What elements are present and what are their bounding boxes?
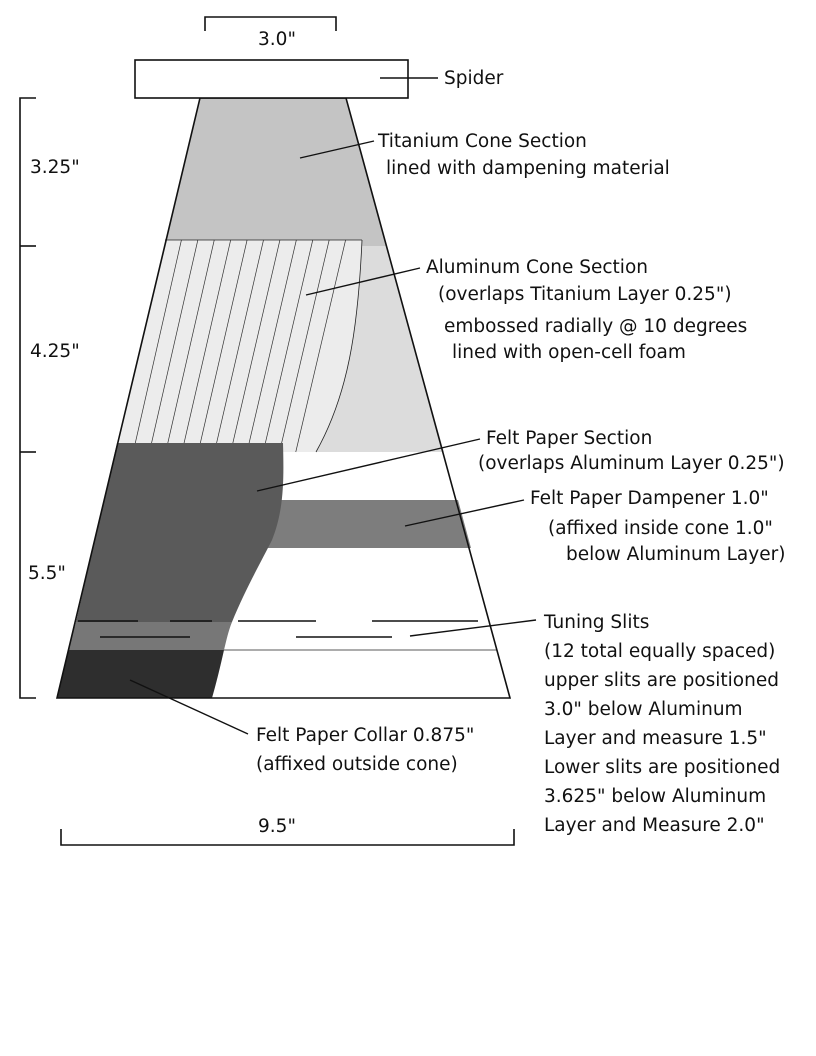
emboss-line bbox=[295, 239, 346, 453]
tuning-slits-callout-line: upper slits are positioned bbox=[544, 670, 779, 691]
tuning-slits bbox=[78, 620, 478, 638]
tuning-slits-callout-line: 3.625" below Aluminum bbox=[544, 786, 766, 807]
felt-paper-dampener bbox=[265, 500, 471, 548]
felt-dampener-callout-line: below Aluminum Layer) bbox=[566, 544, 785, 565]
emboss-line bbox=[262, 239, 314, 453]
aluminum-embossed-area bbox=[117, 240, 362, 452]
felt-collar-callout-line: Felt Paper Collar 0.875" bbox=[256, 725, 474, 746]
felt-collar-callout-line: (affixed outside cone) bbox=[256, 754, 458, 775]
leader-lines bbox=[129, 77, 537, 735]
felt-paper-collar bbox=[57, 650, 224, 698]
tuning-slits-callout-line: Tuning Slits bbox=[543, 612, 649, 633]
felt-slit-band bbox=[68, 622, 232, 650]
height-bracket bbox=[19, 97, 36, 699]
felt-dampener-callout-line: (affixed inside cone 1.0" bbox=[548, 518, 773, 539]
tuning-slits-callout-line: Lower slits are positioned bbox=[544, 757, 780, 778]
emboss-line bbox=[197, 239, 248, 453]
emboss-line bbox=[246, 239, 297, 453]
felt-section-callout-line: Felt Paper Section bbox=[486, 428, 652, 449]
emboss-line bbox=[132, 239, 182, 453]
spider-width-bracket bbox=[204, 16, 337, 31]
felt-dampener-callout-line: Felt Paper Dampener 1.0" bbox=[530, 488, 769, 509]
felt-collar-callout: Felt Paper Collar 0.875" (affixed outsid… bbox=[256, 725, 474, 775]
tuning-slits-callout: Tuning Slits (12 total equally spaced) u… bbox=[543, 612, 780, 836]
emboss-line bbox=[230, 239, 281, 453]
felt-section-callout-line: (overlaps Aluminum Layer 0.25") bbox=[478, 453, 785, 474]
spider-width-label: 3.0" bbox=[258, 29, 296, 50]
tuning-slits-callout-line: 3.0" below Aluminum bbox=[544, 699, 743, 720]
emboss-line bbox=[279, 239, 330, 453]
base-width-bracket bbox=[60, 829, 515, 846]
tuning-slits-callout-line: (12 total equally spaced) bbox=[544, 641, 775, 662]
aluminum-height-label: 4.25" bbox=[30, 341, 80, 362]
titanium-cone-section bbox=[165, 98, 386, 246]
emboss-line bbox=[165, 239, 215, 453]
felt-section-callout: Felt Paper Section (overlaps Aluminum La… bbox=[478, 428, 785, 474]
titanium-callout-line: lined with dampening material bbox=[386, 158, 670, 179]
base-width-label: 9.5" bbox=[258, 816, 296, 837]
tuning-slits-callout-line: Layer and measure 1.5" bbox=[544, 728, 767, 749]
cone-body bbox=[55, 97, 512, 699]
emboss-lines bbox=[132, 239, 346, 453]
aluminum-callout-line: embossed radially @ 10 degrees bbox=[444, 316, 747, 337]
titanium-height-label: 3.25" bbox=[30, 157, 80, 178]
felt-height-label: 5.5" bbox=[28, 563, 66, 584]
aluminum-callout-line: lined with open-cell foam bbox=[452, 342, 686, 363]
spider-rect bbox=[134, 59, 409, 99]
aluminum-callout-line: Aluminum Cone Section bbox=[426, 257, 648, 278]
tuning-slits-callout-line: Layer and Measure 2.0" bbox=[544, 815, 765, 836]
felt-dampener-callout: Felt Paper Dampener 1.0" (affixed inside… bbox=[530, 488, 785, 565]
emboss-line bbox=[214, 239, 264, 453]
emboss-line bbox=[181, 239, 232, 453]
emboss-line bbox=[149, 239, 199, 453]
aluminum-callout: Aluminum Cone Section (overlaps Titanium… bbox=[426, 257, 747, 363]
titanium-callout-line: Titanium Cone Section bbox=[377, 131, 587, 152]
aluminum-callout-line: (overlaps Titanium Layer 0.25") bbox=[438, 284, 732, 305]
felt-paper-section bbox=[76, 443, 284, 622]
spider-label: Spider bbox=[444, 68, 504, 89]
titanium-callout: Titanium Cone Section lined with dampeni… bbox=[377, 131, 670, 179]
